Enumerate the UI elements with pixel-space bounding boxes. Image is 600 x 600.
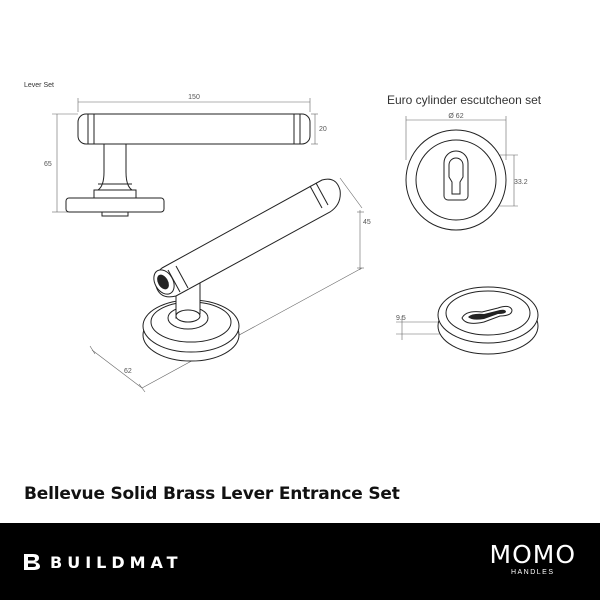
lever-front-view: 150 20 65: [44, 94, 327, 217]
momo-wordmark: MOMO: [489, 540, 576, 569]
product-title: Bellevue Solid Brass Lever Entrance Set: [24, 484, 400, 504]
momo-subtitle: HANDLES: [510, 569, 555, 576]
escutcheon-diameter-dim: Ø 62: [448, 113, 463, 120]
euro-escutcheon-title: Euro cylinder escutcheon set: [387, 93, 542, 107]
lever-bar-height-dim: 20: [319, 126, 327, 133]
rose-diameter-dim: 62: [124, 368, 132, 375]
lever-width-dim: 150: [188, 94, 200, 101]
escutcheon-thickness-dim: 9.5: [396, 315, 406, 322]
buildmat-wordmark: BUILDMAT: [50, 552, 183, 572]
lever-set-label: Lever Set: [24, 82, 54, 89]
technical-drawing: Lever Set 150 20 65: [24, 82, 542, 393]
buildmat-mark-icon: [24, 554, 40, 570]
lever-isometric-view: 45 62: [89, 177, 371, 393]
lever-height-dim: 65: [44, 161, 52, 168]
lever-depth-dim: 45: [363, 219, 371, 226]
escutcheon-front-view: Ø 62 33.2: [405, 113, 528, 231]
buildmat-logo: BUILDMAT: [22, 552, 183, 572]
momo-logo: MOMO HANDLES: [489, 540, 577, 577]
brand-footer: BUILDMAT MOMO HANDLES: [0, 523, 600, 600]
escutcheon-isometric-view: 9.5: [396, 286, 539, 355]
keyhole-height-dim: 33.2: [514, 179, 528, 186]
